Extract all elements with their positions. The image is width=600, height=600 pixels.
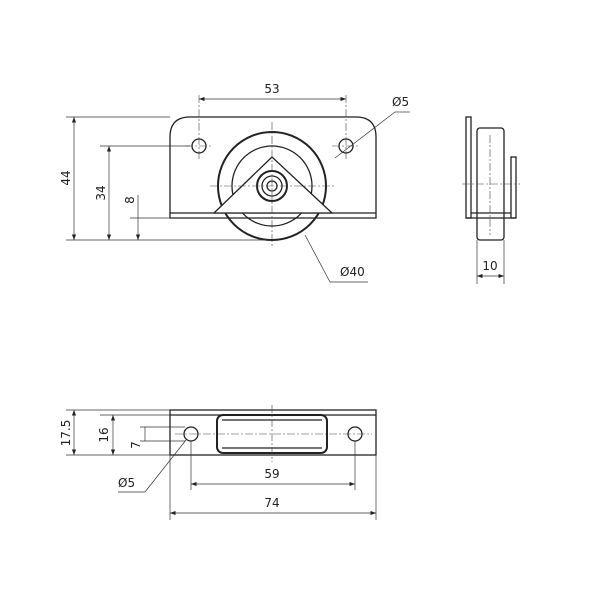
dim-10: 10 bbox=[482, 259, 497, 273]
dim-17-5: 17.5 bbox=[59, 420, 73, 447]
dim-hole-dia: Ø5 bbox=[392, 95, 409, 109]
dim-wheel-dia: Ø40 bbox=[340, 265, 365, 279]
dim-53: 53 bbox=[264, 82, 279, 96]
side-view: 10 bbox=[462, 116, 520, 284]
dim-44: 44 bbox=[59, 170, 73, 185]
dim-74: 74 bbox=[264, 496, 279, 510]
dim-7: 7 bbox=[129, 441, 143, 449]
dim-59: 59 bbox=[264, 467, 279, 481]
dim-34: 34 bbox=[94, 185, 108, 200]
front-view: 53 Ø5 44 34 8 Ø40 bbox=[59, 82, 410, 283]
dim-8: 8 bbox=[123, 196, 137, 204]
dim-16: 16 bbox=[97, 427, 111, 442]
top-view: 17.5 16 7 Ø5 59 74 bbox=[59, 405, 377, 520]
dim-hole-dia-top: Ø5 bbox=[118, 476, 135, 490]
